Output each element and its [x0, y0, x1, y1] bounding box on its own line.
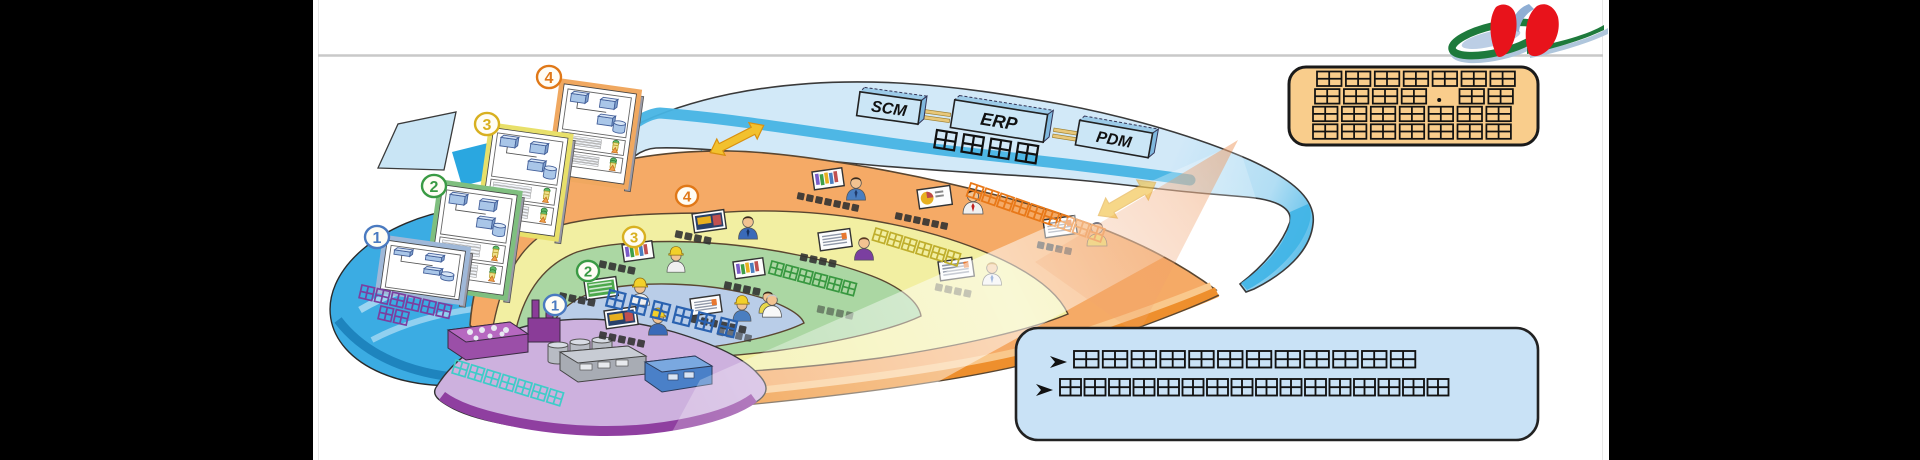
svg-text:3: 3: [630, 229, 638, 246]
svg-text:2: 2: [584, 263, 592, 280]
svg-text:4: 4: [683, 188, 692, 205]
svg-text:1: 1: [373, 230, 382, 247]
svg-text:PDM: PDM: [1095, 129, 1134, 152]
svg-text:1: 1: [551, 297, 559, 314]
svg-text:SCM: SCM: [870, 98, 908, 120]
svg-text:4: 4: [545, 70, 554, 87]
svg-text:2: 2: [430, 179, 439, 196]
svg-text:3: 3: [483, 117, 492, 134]
